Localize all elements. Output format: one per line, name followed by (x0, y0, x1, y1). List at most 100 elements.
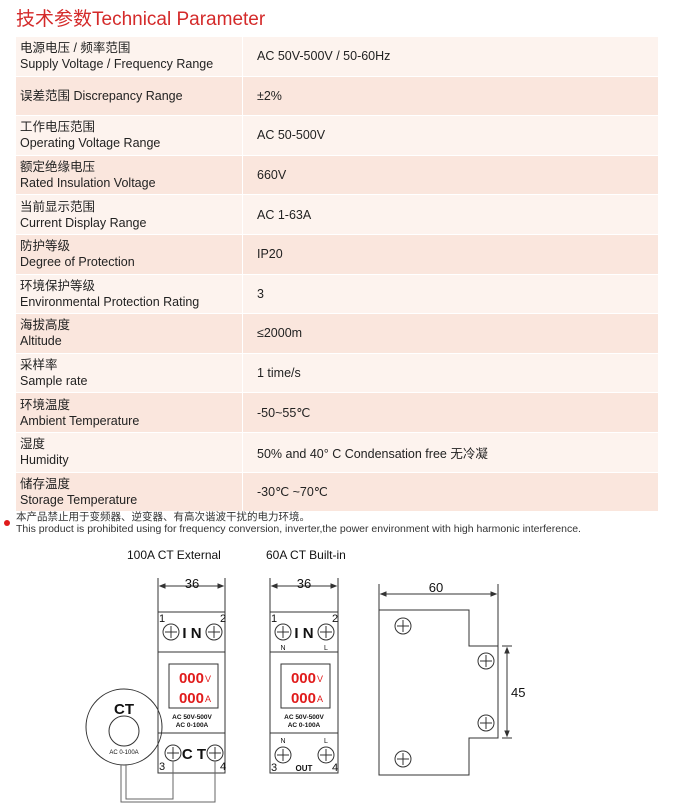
terminal-1: 1 (271, 613, 277, 625)
display-voltage: 000 (291, 670, 316, 687)
l-label: L (324, 645, 328, 652)
spec-voltage: AC 50V-500V (172, 714, 212, 721)
in-label: I N (182, 625, 201, 642)
bullet-icon (4, 520, 10, 526)
display-current: 000 (179, 690, 204, 707)
ct-terminal-label: C T (182, 746, 206, 763)
parameter-value: ≤2000m (257, 326, 303, 341)
parameter-name-en: Storage Temperature (20, 492, 138, 507)
parameter-value: AC 1-63A (257, 207, 312, 222)
parameter-name-en: Altitude (20, 334, 62, 349)
unit-v: V (205, 674, 211, 684)
screw-icon (274, 623, 292, 641)
parameter-value: 50% and 40° C Condensation free 无冷凝 (257, 446, 488, 461)
terminal-2: 2 (220, 613, 226, 625)
dim-width-60: 60 (429, 580, 443, 595)
parameter-value: -30℃ ~70℃ (257, 485, 328, 500)
parameter-value: 1 time/s (257, 366, 301, 381)
screw-icon (477, 714, 495, 732)
unit-a: A (205, 694, 211, 704)
parameter-name-en: Rated Insulation Voltage (20, 176, 156, 191)
parameter-value: AC 50-500V (257, 128, 326, 143)
parameter-name-en: Supply Voltage / Frequency Range (20, 57, 214, 72)
terminal-3: 3 (271, 762, 277, 774)
parameter-name-en: Degree of Protection (20, 255, 135, 270)
parameter-name-zh: 海拔高度 (20, 318, 71, 333)
dim-height-45: 45 (511, 685, 525, 700)
n-label: N (280, 738, 285, 745)
screw-icon (164, 744, 182, 762)
screw-icon (274, 746, 292, 764)
parameter-name: 误差范围 Discrepancy Range (16, 76, 243, 116)
note-zh: 本产品禁止用于变频器、逆变器、有高次谐波干扰的电力环境。 (16, 511, 310, 523)
l-label: L (324, 738, 328, 745)
parameter-name-zh: 误差范围 Discrepancy Range (20, 88, 183, 103)
dim-width: 36 (185, 576, 199, 591)
parameter-name-zh: 储存温度 (20, 476, 71, 491)
screw-icon (205, 623, 223, 641)
label-ct-external: 100A CT External (127, 548, 221, 562)
label-ct-builtin: 60A CT Built-in (266, 548, 346, 562)
parameter-value: IP20 (257, 247, 283, 262)
device-ct-builtin: 36 1 2 I N N L 000 V 000 A AC 50V-500V A… (269, 576, 339, 774)
dim-width: 36 (297, 576, 311, 591)
parameter-value: ±2% (257, 88, 282, 103)
in-label: I N (294, 625, 313, 642)
screw-icon (317, 746, 335, 764)
parameter-name-zh: 防护等级 (20, 239, 71, 254)
screw-icon (477, 652, 495, 670)
screw-icon (317, 623, 335, 641)
screw-icon (206, 744, 224, 762)
display-voltage: 000 (179, 670, 204, 687)
parameter-name-en: Ambient Temperature (20, 413, 140, 428)
screw-icon (162, 623, 180, 641)
parameter-name-en: Operating Voltage Range (20, 136, 161, 151)
parameter-value: AC 50V-500V / 50-60Hz (257, 49, 391, 64)
parameter-name-en: Current Display Range (20, 215, 147, 230)
spec-voltage: AC 50V-500V (284, 714, 324, 721)
terminal-3: 3 (159, 761, 165, 773)
ct-range: AC 0-100A (109, 750, 138, 756)
terminal-4: 4 (220, 761, 226, 773)
terminal-1: 1 (159, 613, 165, 625)
parameter-name-zh: 环境保护等级 (20, 278, 96, 293)
parameter-name-zh: 工作电压范围 (20, 120, 96, 135)
parameter-name-zh: 当前显示范围 (20, 199, 96, 214)
parameter-name-zh: 采样率 (20, 358, 58, 373)
parameter-name-zh: 湿度 (20, 437, 46, 452)
unit-a: A (317, 694, 323, 704)
parameter-value: 3 (257, 286, 264, 301)
parameter-name-en: Humidity (20, 453, 69, 468)
parameter-name-en: Sample rate (20, 374, 88, 389)
terminal-4: 4 (332, 762, 338, 774)
parameter-name-zh: 额定绝缘电压 (20, 160, 96, 175)
page-title: 技术参数Technical Parameter (16, 9, 266, 30)
screw-icon (394, 750, 412, 768)
side-view: 60 45 (378, 580, 525, 776)
note-en: This product is prohibited using for fre… (16, 523, 581, 535)
spec-current: AC 0-100A (176, 722, 209, 729)
